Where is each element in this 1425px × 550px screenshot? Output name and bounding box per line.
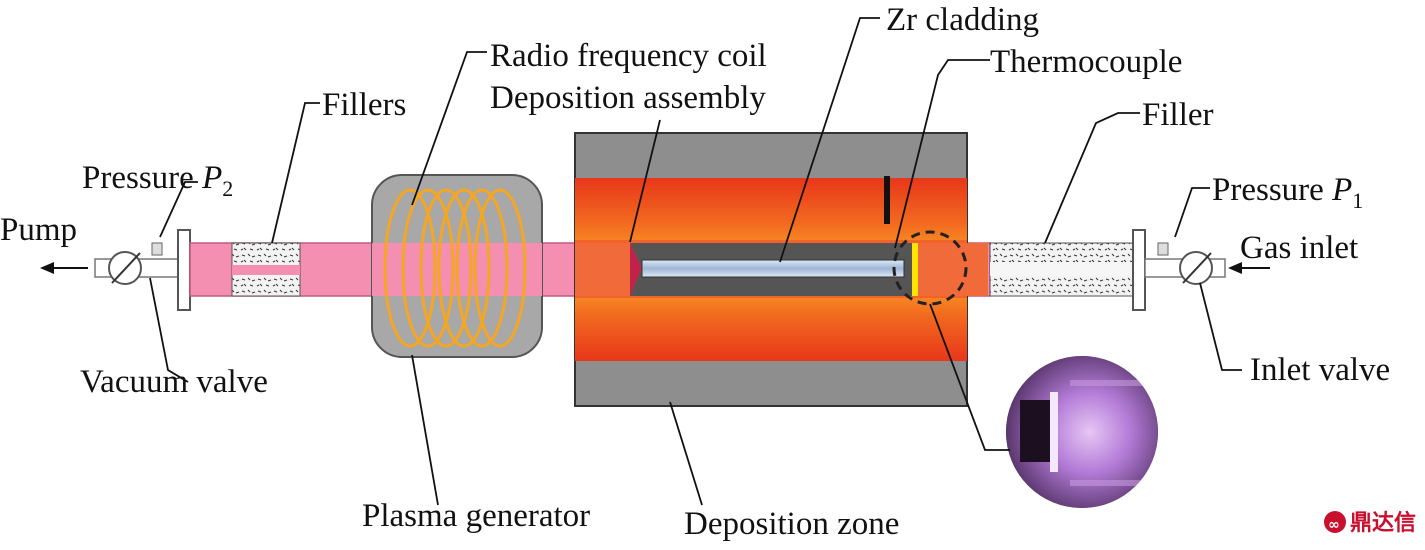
watermark-text: 鼎达信 xyxy=(1350,510,1416,536)
vacuum-valve xyxy=(94,242,186,285)
leader-lines xyxy=(149,17,1242,506)
label-plasma-generator: Plasma generator xyxy=(362,498,590,534)
deposition-assembly xyxy=(575,243,988,296)
label-filler: Filler xyxy=(1142,97,1214,133)
label-deposition-zone: Deposition zone xyxy=(684,506,899,542)
thermocouple xyxy=(884,176,890,224)
svg-text:∞: ∞ xyxy=(1328,517,1340,533)
label-deposition-assembly: Deposition assembly xyxy=(490,80,766,116)
label-fillers: Fillers xyxy=(322,87,406,123)
filler-right xyxy=(989,242,1134,297)
label-pressure-p1: Pressure P1 xyxy=(1212,172,1363,213)
inlet-valve xyxy=(1144,242,1226,285)
label-pump: Pump xyxy=(0,212,77,248)
label-inlet-valve: Inlet valve xyxy=(1250,352,1390,388)
gas-inlet-arrow xyxy=(1228,262,1270,274)
label-vacuum-valve: Vacuum valve xyxy=(80,364,268,400)
label-zr-cladding: Zr cladding xyxy=(886,2,1039,38)
watermark-logo: ∞ 鼎达信 xyxy=(1324,510,1416,536)
plasma-photo xyxy=(1006,356,1158,508)
left-flange xyxy=(177,229,191,311)
fillers-left xyxy=(231,242,301,297)
label-pressure-p2: Pressure P2 xyxy=(82,160,233,201)
label-thermocouple: Thermocouple xyxy=(990,44,1182,80)
right-flange xyxy=(1132,229,1146,311)
label-gas-inlet: Gas inlet xyxy=(1240,230,1358,266)
detail-circle xyxy=(892,230,968,306)
label-rf-coil: Radio frequency coil xyxy=(490,38,767,74)
pump-arrow xyxy=(40,262,88,274)
rf-coil xyxy=(383,188,527,348)
